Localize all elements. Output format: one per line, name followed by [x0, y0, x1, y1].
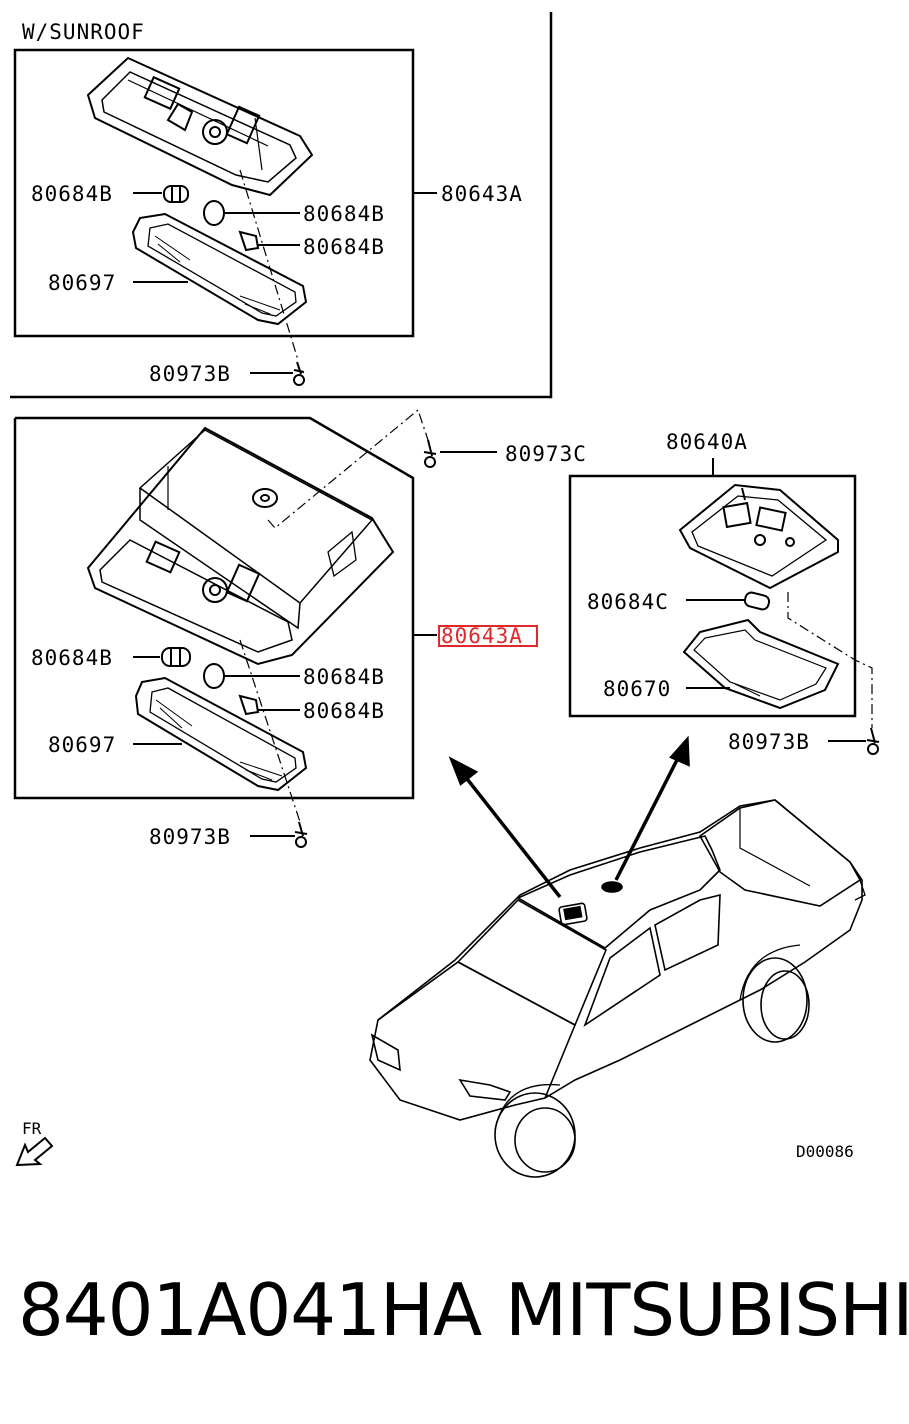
footer: 8401A041HA MITSUBISHI	[0, 1268, 909, 1378]
lens-middle	[134, 676, 308, 792]
bulb-icon-right	[743, 591, 771, 611]
label-assembly: 80640A	[666, 430, 748, 454]
label-bulb-left: 80684B	[31, 646, 113, 670]
middle-section: 80684B 80684B 80684B 80697 80973C 80973B…	[13, 408, 587, 849]
label-lens: 80670	[603, 677, 671, 701]
label-assembly-highlighted[interactable]: 80643A	[441, 624, 523, 648]
guide-line	[239, 169, 299, 361]
bulb-icons-middle	[161, 647, 260, 716]
label-bulb-right: 80684B	[303, 699, 385, 723]
pointer-arrows	[448, 735, 690, 899]
screw-middle-bottom	[294, 821, 308, 848]
fr-label: FR	[22, 1119, 42, 1138]
bulb-icons-upper	[163, 185, 260, 252]
upper-section: W/SUNROOF	[10, 12, 553, 399]
label-screw: 80973B	[149, 362, 231, 386]
label-bulb: 80684C	[587, 590, 669, 614]
arrow-icon	[15, 1136, 54, 1167]
label-bulb-mid: 80684B	[303, 665, 385, 689]
label-assembly: 80643A	[441, 182, 523, 206]
inner-frame	[13, 416, 415, 800]
section-title: W/SUNROOF	[22, 20, 145, 44]
leader-lines-right	[686, 599, 866, 742]
screw-right	[866, 727, 880, 755]
label-screw: 80973B	[728, 730, 810, 754]
guide-line	[787, 592, 873, 728]
label-bulb-mid: 80684B	[303, 202, 385, 226]
map-lamp-lens	[682, 618, 840, 710]
leader-lines-upper	[133, 192, 437, 374]
brand-name: MITSUBISHI	[505, 1268, 909, 1352]
right-section: 80640A 80684C 80670 80973B	[568, 430, 880, 755]
section-border	[10, 12, 553, 399]
screw-upper	[293, 361, 305, 386]
lamp-housing-upper	[86, 56, 314, 197]
label-lens: 80697	[48, 733, 116, 757]
leader-lines-middle	[133, 451, 497, 837]
console-housing	[86, 426, 395, 666]
guide-lines-middle	[239, 408, 429, 823]
parts-diagram: W/SUNROOF	[10, 12, 880, 1178]
highlight-box	[438, 625, 538, 647]
diagram-code: D00086	[796, 1142, 854, 1161]
front-direction-arrow: FR	[15, 1119, 54, 1167]
screw-middle-top	[423, 439, 437, 468]
vehicle-illustration	[369, 799, 866, 1178]
label-lens: 80697	[48, 271, 116, 295]
part-number: 8401A041HA	[18, 1268, 482, 1352]
label-bulb-left: 80684B	[31, 182, 113, 206]
label-screw-top: 80973C	[505, 442, 587, 466]
lens-upper	[131, 212, 308, 326]
map-lamp-housing	[678, 483, 839, 590]
label-screw-bottom: 80973B	[149, 825, 231, 849]
label-bulb-right: 80684B	[303, 235, 385, 259]
